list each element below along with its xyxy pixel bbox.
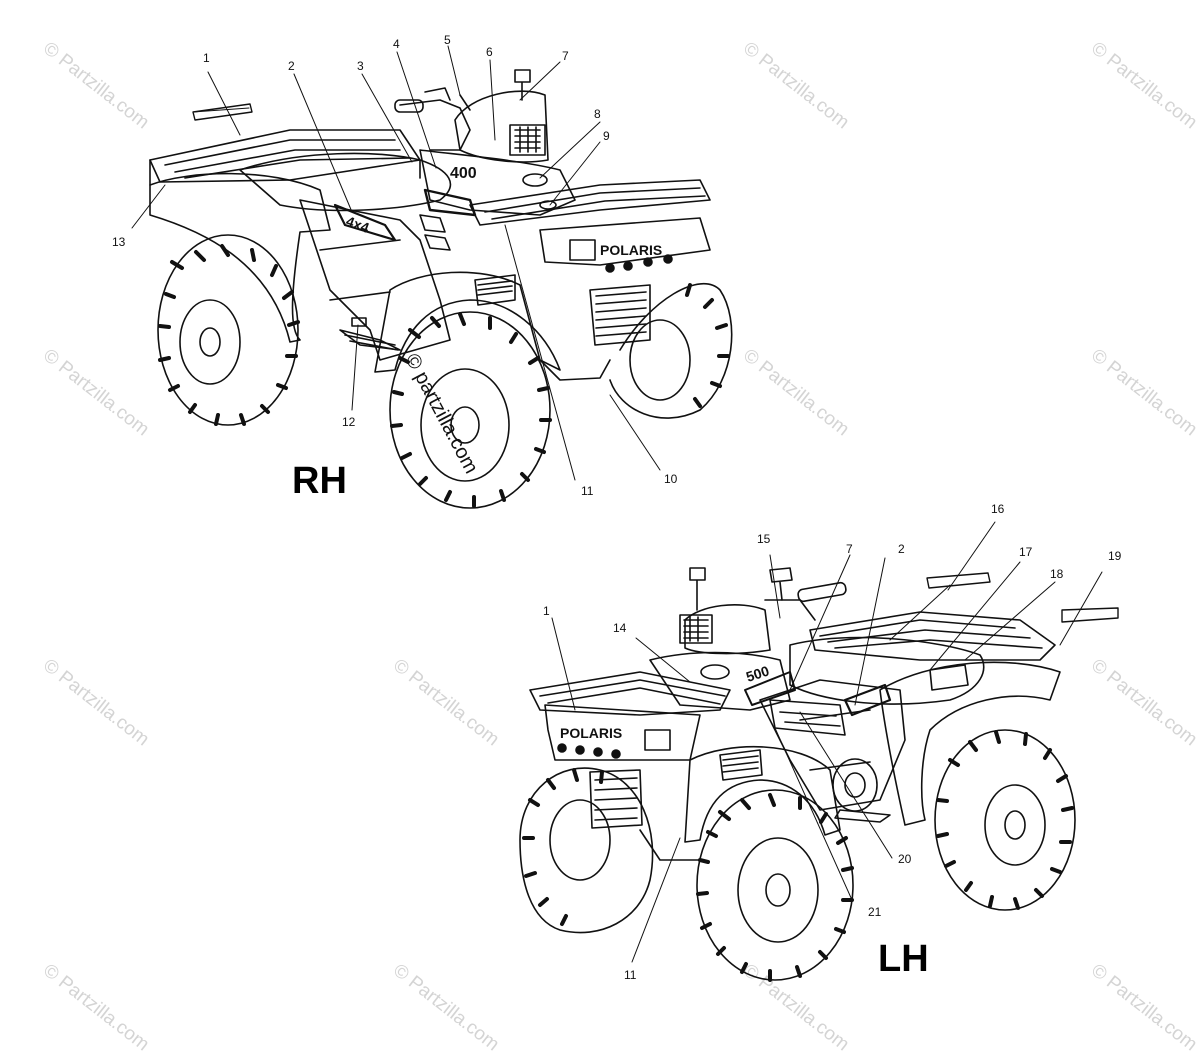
rh-leader-lines bbox=[131, 45, 661, 481]
callout-lh-11: 11 bbox=[624, 968, 637, 982]
atv-drawings: 4x4 POLARIS bbox=[131, 45, 1119, 982]
callout-lh-16: 16 bbox=[991, 502, 1005, 516]
decal-strip-19 bbox=[1061, 607, 1119, 623]
atv-left-side-view: 500 POLARIS bbox=[519, 567, 1076, 982]
callout-rh-10: 10 bbox=[664, 472, 678, 486]
decal-strip-1 bbox=[192, 103, 253, 121]
callout-lh-19: 19 bbox=[1108, 549, 1122, 563]
callout-rh-7: 7 bbox=[562, 49, 569, 63]
parts-diagram: © Partzilla.com © Partzilla.com © Partzi… bbox=[39, 33, 1200, 1055]
lh-leader-lines bbox=[551, 521, 1103, 963]
callout-lh-7: 7 bbox=[846, 542, 853, 556]
svg-text:400: 400 bbox=[450, 165, 477, 182]
view-label-rh: RH bbox=[292, 460, 347, 502]
callout-lh-18: 18 bbox=[1050, 567, 1064, 581]
svg-text:POLARIS: POLARIS bbox=[600, 242, 662, 258]
callout-rh-8: 8 bbox=[594, 107, 601, 121]
callout-lh-2: 2 bbox=[898, 542, 905, 556]
callout-rh-4: 4 bbox=[393, 37, 400, 51]
svg-text:500: 500 bbox=[744, 662, 771, 685]
svg-text:POLARIS: POLARIS bbox=[560, 725, 622, 741]
callout-rh-12: 12 bbox=[342, 415, 356, 429]
callout-lh-17: 17 bbox=[1019, 545, 1033, 559]
callout-rh-5: 5 bbox=[444, 33, 451, 47]
decal-strip-16 bbox=[926, 572, 991, 589]
callout-rh-3: 3 bbox=[357, 59, 364, 73]
callout-rh-1: 1 bbox=[203, 51, 210, 65]
callout-rh-2: 2 bbox=[288, 59, 295, 73]
callout-rh-11: 11 bbox=[581, 484, 594, 498]
svg-text:4x4: 4x4 bbox=[344, 213, 372, 236]
callout-lh-15: 15 bbox=[757, 532, 771, 546]
callout-lh-20: 20 bbox=[898, 852, 912, 866]
callout-rh-9: 9 bbox=[603, 129, 610, 143]
callout-rh-6: 6 bbox=[486, 45, 493, 59]
view-label-lh: LH bbox=[878, 938, 929, 980]
callout-rh-13: 13 bbox=[112, 235, 126, 249]
callout-lh-1: 1 bbox=[543, 604, 550, 618]
atv-right-side-view: 4x4 POLARIS bbox=[149, 69, 733, 509]
callout-lh-21: 21 bbox=[868, 905, 882, 919]
callout-lh-14: 14 bbox=[613, 621, 627, 635]
